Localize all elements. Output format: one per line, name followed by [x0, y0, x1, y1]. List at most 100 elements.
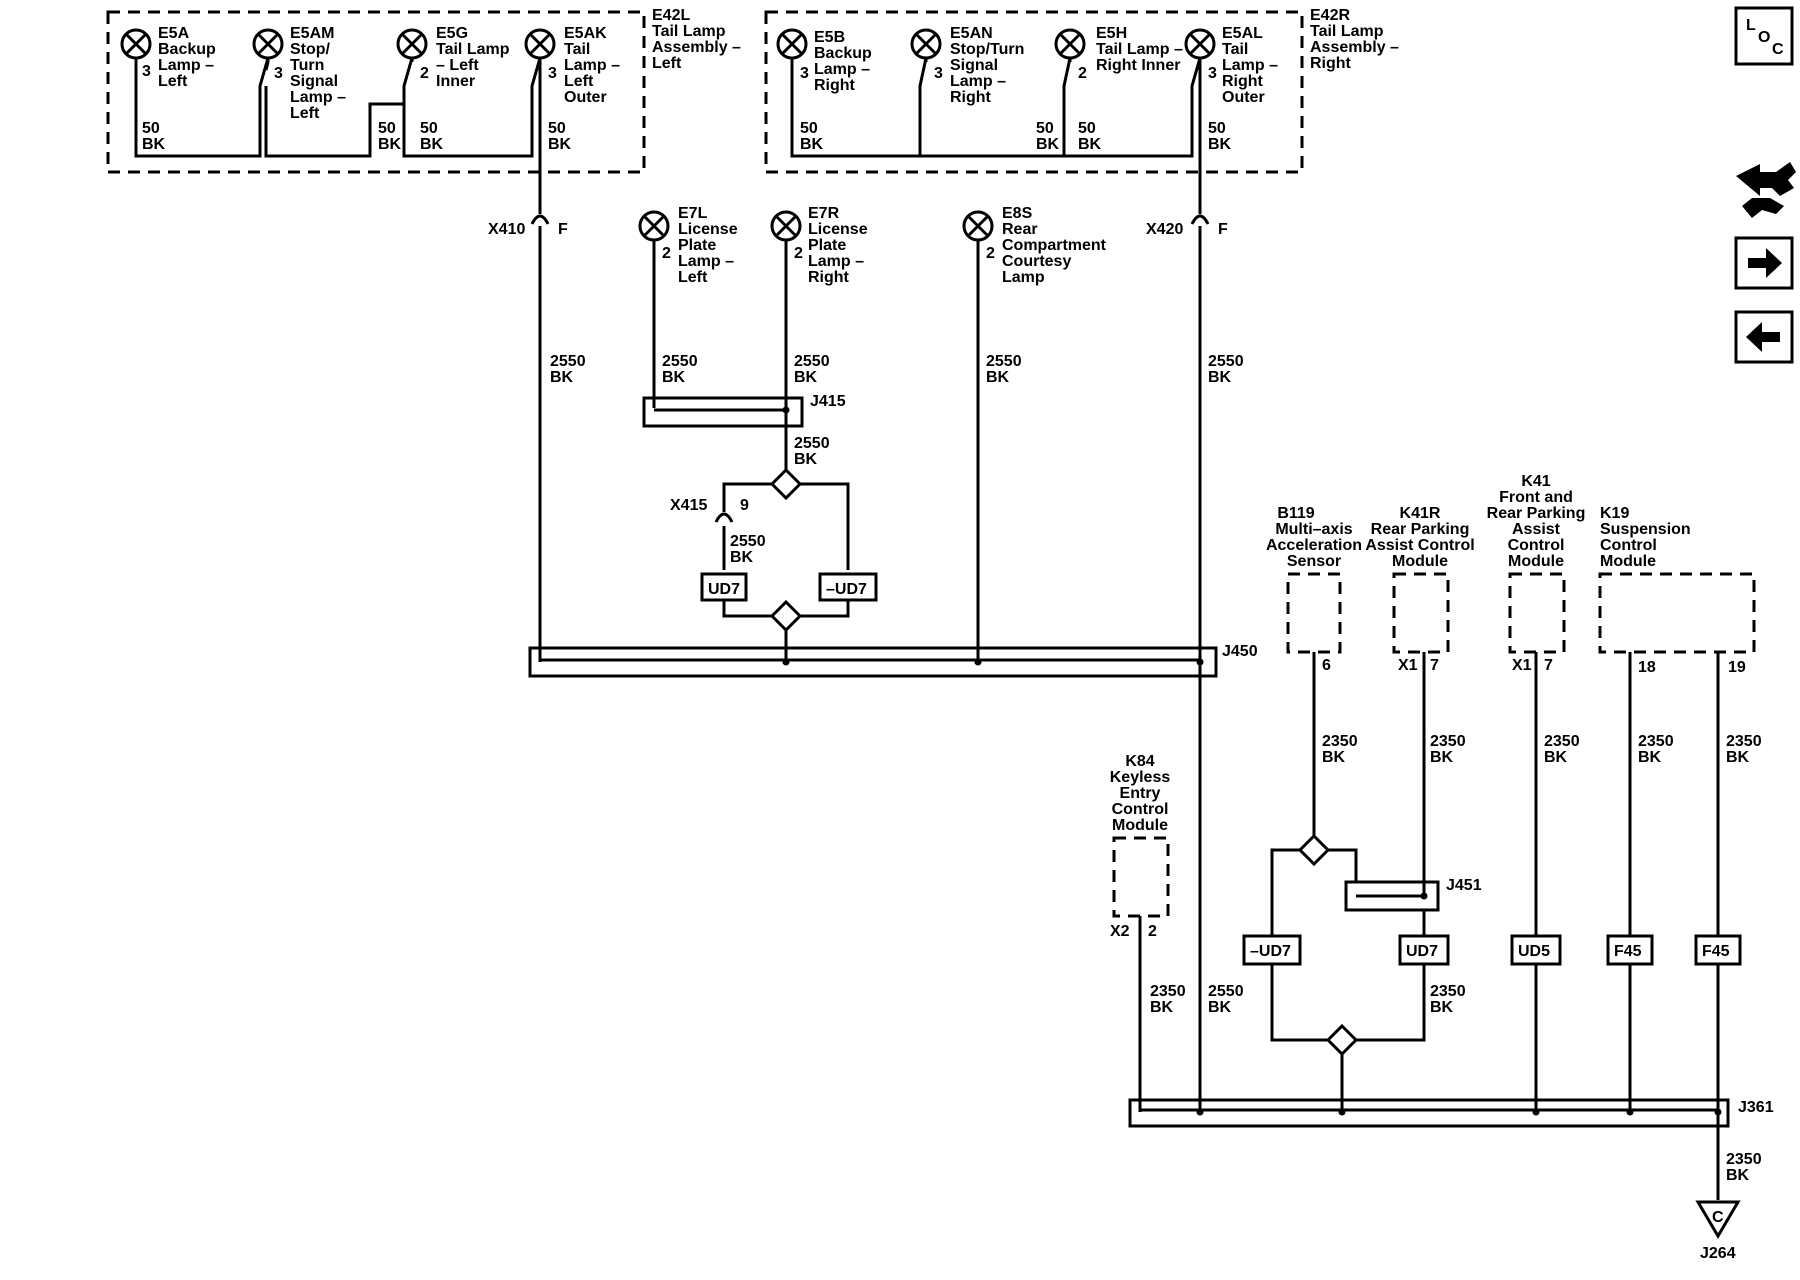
wire-k19-19-color: BK [1726, 749, 1750, 766]
module-k84-conn: X2 [1110, 923, 1130, 940]
wire-x410-gauge: 2550 [550, 353, 586, 370]
lamp-e5am-pin: 3 [274, 65, 283, 82]
assembly-right-desc-3: Right [1310, 55, 1352, 72]
module-k84-desc-3: Control [1112, 801, 1169, 818]
connector-x410-name: X410 [488, 221, 525, 238]
lamp-e5h [1054, 28, 1086, 60]
module-b119-desc-1: Multi–axis [1275, 521, 1352, 538]
lamp-e5a-pin: 3 [142, 63, 151, 80]
lamp-e5b-desc-2: Lamp – [814, 61, 870, 78]
wire-b119-gauge: 2350 [1322, 733, 1358, 750]
module-k19-name: K19 [1600, 505, 1629, 522]
lamp-e5ak-desc-4: Outer [564, 89, 607, 106]
assembly-right-name: E42R [1310, 7, 1350, 24]
module-k41r-name: K41R [1400, 505, 1441, 522]
module-b119-name: B119 [1277, 505, 1314, 522]
module-k19-pin-b: 19 [1728, 659, 1746, 676]
lamp-e7r-name: E7R [808, 205, 840, 222]
lamp-e5h-name: E5H [1096, 25, 1127, 42]
wire-e7l-gauge: 2550 [662, 353, 698, 370]
ground-symbol [1695, 1200, 1741, 1239]
lamp-e5b-pin: 3 [800, 65, 809, 82]
lamp-e5h-pin: 2 [1078, 65, 1087, 82]
wire-e8s-gauge: 2550 [986, 353, 1022, 370]
assembly-left-desc-2: Assembly – [652, 39, 741, 56]
splice-j451-label: J451 [1446, 877, 1482, 894]
wire-e7r-color: BK [794, 369, 818, 386]
lamp-e5g-desc-2: – Left [436, 57, 479, 74]
lamp-e5al-desc-1: Tail [1222, 41, 1248, 58]
lamp-e5al-desc-3: Right [1222, 73, 1264, 90]
lamp-e5an-name: E5AN [950, 25, 993, 42]
wire-e5b-gauge: 50 [800, 120, 818, 137]
module-k84-box [1112, 836, 1170, 918]
lamp-e5an-desc-3: Lamp – [950, 73, 1006, 90]
lamp-e5am [252, 28, 284, 60]
lamp-e7l-desc-4: Left [678, 269, 708, 286]
tag-f45-left [1606, 934, 1654, 966]
lamp-e5am-desc-2: Turn [290, 57, 324, 74]
connector-x420-pin: F [1218, 221, 1228, 238]
wire-ud7-loop [722, 482, 850, 618]
tail-lamp-assembly-left-box [106, 10, 646, 174]
wire-j415-gauge: 2550 [794, 435, 830, 452]
splice-j361-label: J361 [1738, 1099, 1774, 1116]
lamp-e5an [910, 28, 942, 60]
tag-f45-right-label: F45 [1702, 943, 1730, 960]
wire-k41r-color: BK [1430, 749, 1454, 766]
lamp-e5b-desc-3: Right [814, 77, 856, 94]
module-k41-conn: X1 [1512, 657, 1532, 674]
wire-e5an-gauge: 50 [1036, 120, 1054, 137]
wire-b119-ud7-loop [1270, 848, 1426, 1042]
splice-diamond-lower [769, 599, 803, 633]
lamp-e5a-name: E5A [158, 25, 190, 42]
module-k84-pin: 2 [1148, 923, 1157, 940]
lamp-e8s-desc-1: Rear [1002, 221, 1038, 238]
tag-ud7-left [700, 572, 748, 602]
tag-f45-right [1694, 934, 1742, 966]
module-k19-box [1598, 572, 1756, 654]
tag-nud7-right-label: –UD7 [1250, 943, 1291, 960]
lamp-e5am-name: E5AM [290, 25, 334, 42]
lamp-e5a-desc-2: Lamp – [158, 57, 214, 74]
module-k41-desc-4: Control [1508, 537, 1565, 554]
wire-ground-gauge: 2350 [1726, 1151, 1762, 1168]
lamp-e7l [638, 210, 670, 242]
lamp-e5ak-pin: 3 [548, 65, 557, 82]
wire-k41-color: BK [1544, 749, 1568, 766]
connector-x410 [530, 200, 550, 225]
arrow-left-icon[interactable] [1734, 310, 1794, 364]
service-tool-icon[interactable] [1736, 162, 1796, 218]
lamp-e7l-name: E7L [678, 205, 708, 222]
wire-e7r-gauge: 2550 [794, 353, 830, 370]
lamp-e5an-pin: 3 [934, 65, 943, 82]
module-k19-pin-a: 18 [1638, 659, 1656, 676]
lamp-e5g-desc-1: Tail Lamp [436, 41, 510, 58]
lamp-e8s-pin: 2 [986, 245, 995, 262]
connector-x410-pin: F [558, 221, 568, 238]
module-b119-desc-3: Sensor [1287, 553, 1341, 570]
wire-k84-gauge: 2350 [1150, 983, 1186, 1000]
lamp-e7l-desc-1: License [678, 221, 738, 238]
module-k19-desc-2: Control [1600, 537, 1657, 554]
wire-ground-color: BK [1726, 1167, 1750, 1184]
arrow-right-icon[interactable] [1734, 236, 1794, 290]
splice-j451 [1344, 880, 1440, 912]
connector-x420 [1190, 200, 1210, 225]
lamp-e5an-desc-2: Signal [950, 57, 998, 74]
wire-e5h-gauge: 50 [1078, 120, 1096, 137]
loc-icon[interactable] [1734, 6, 1794, 66]
tag-nud7-left-label: –UD7 [826, 581, 867, 598]
lamp-e5b-name: E5B [814, 29, 845, 46]
wire-ud7-right-gauge: 2350 [1430, 983, 1466, 1000]
module-b119-desc-2: Acceleration [1266, 537, 1362, 554]
wire-right-assembly-ground [790, 57, 1202, 210]
wire-e5an-color: BK [1036, 136, 1060, 153]
wire-ud7-right-color: BK [1430, 999, 1454, 1016]
splice-j415-label: J415 [810, 393, 846, 410]
lamp-e5al-pin: 3 [1208, 65, 1217, 82]
wire-k19-19-gauge: 2350 [1726, 733, 1762, 750]
wire-e5g-color: BK [420, 136, 444, 153]
lamp-e5a-desc-1: Backup [158, 41, 216, 58]
wire-k19-18-gauge: 2350 [1638, 733, 1674, 750]
